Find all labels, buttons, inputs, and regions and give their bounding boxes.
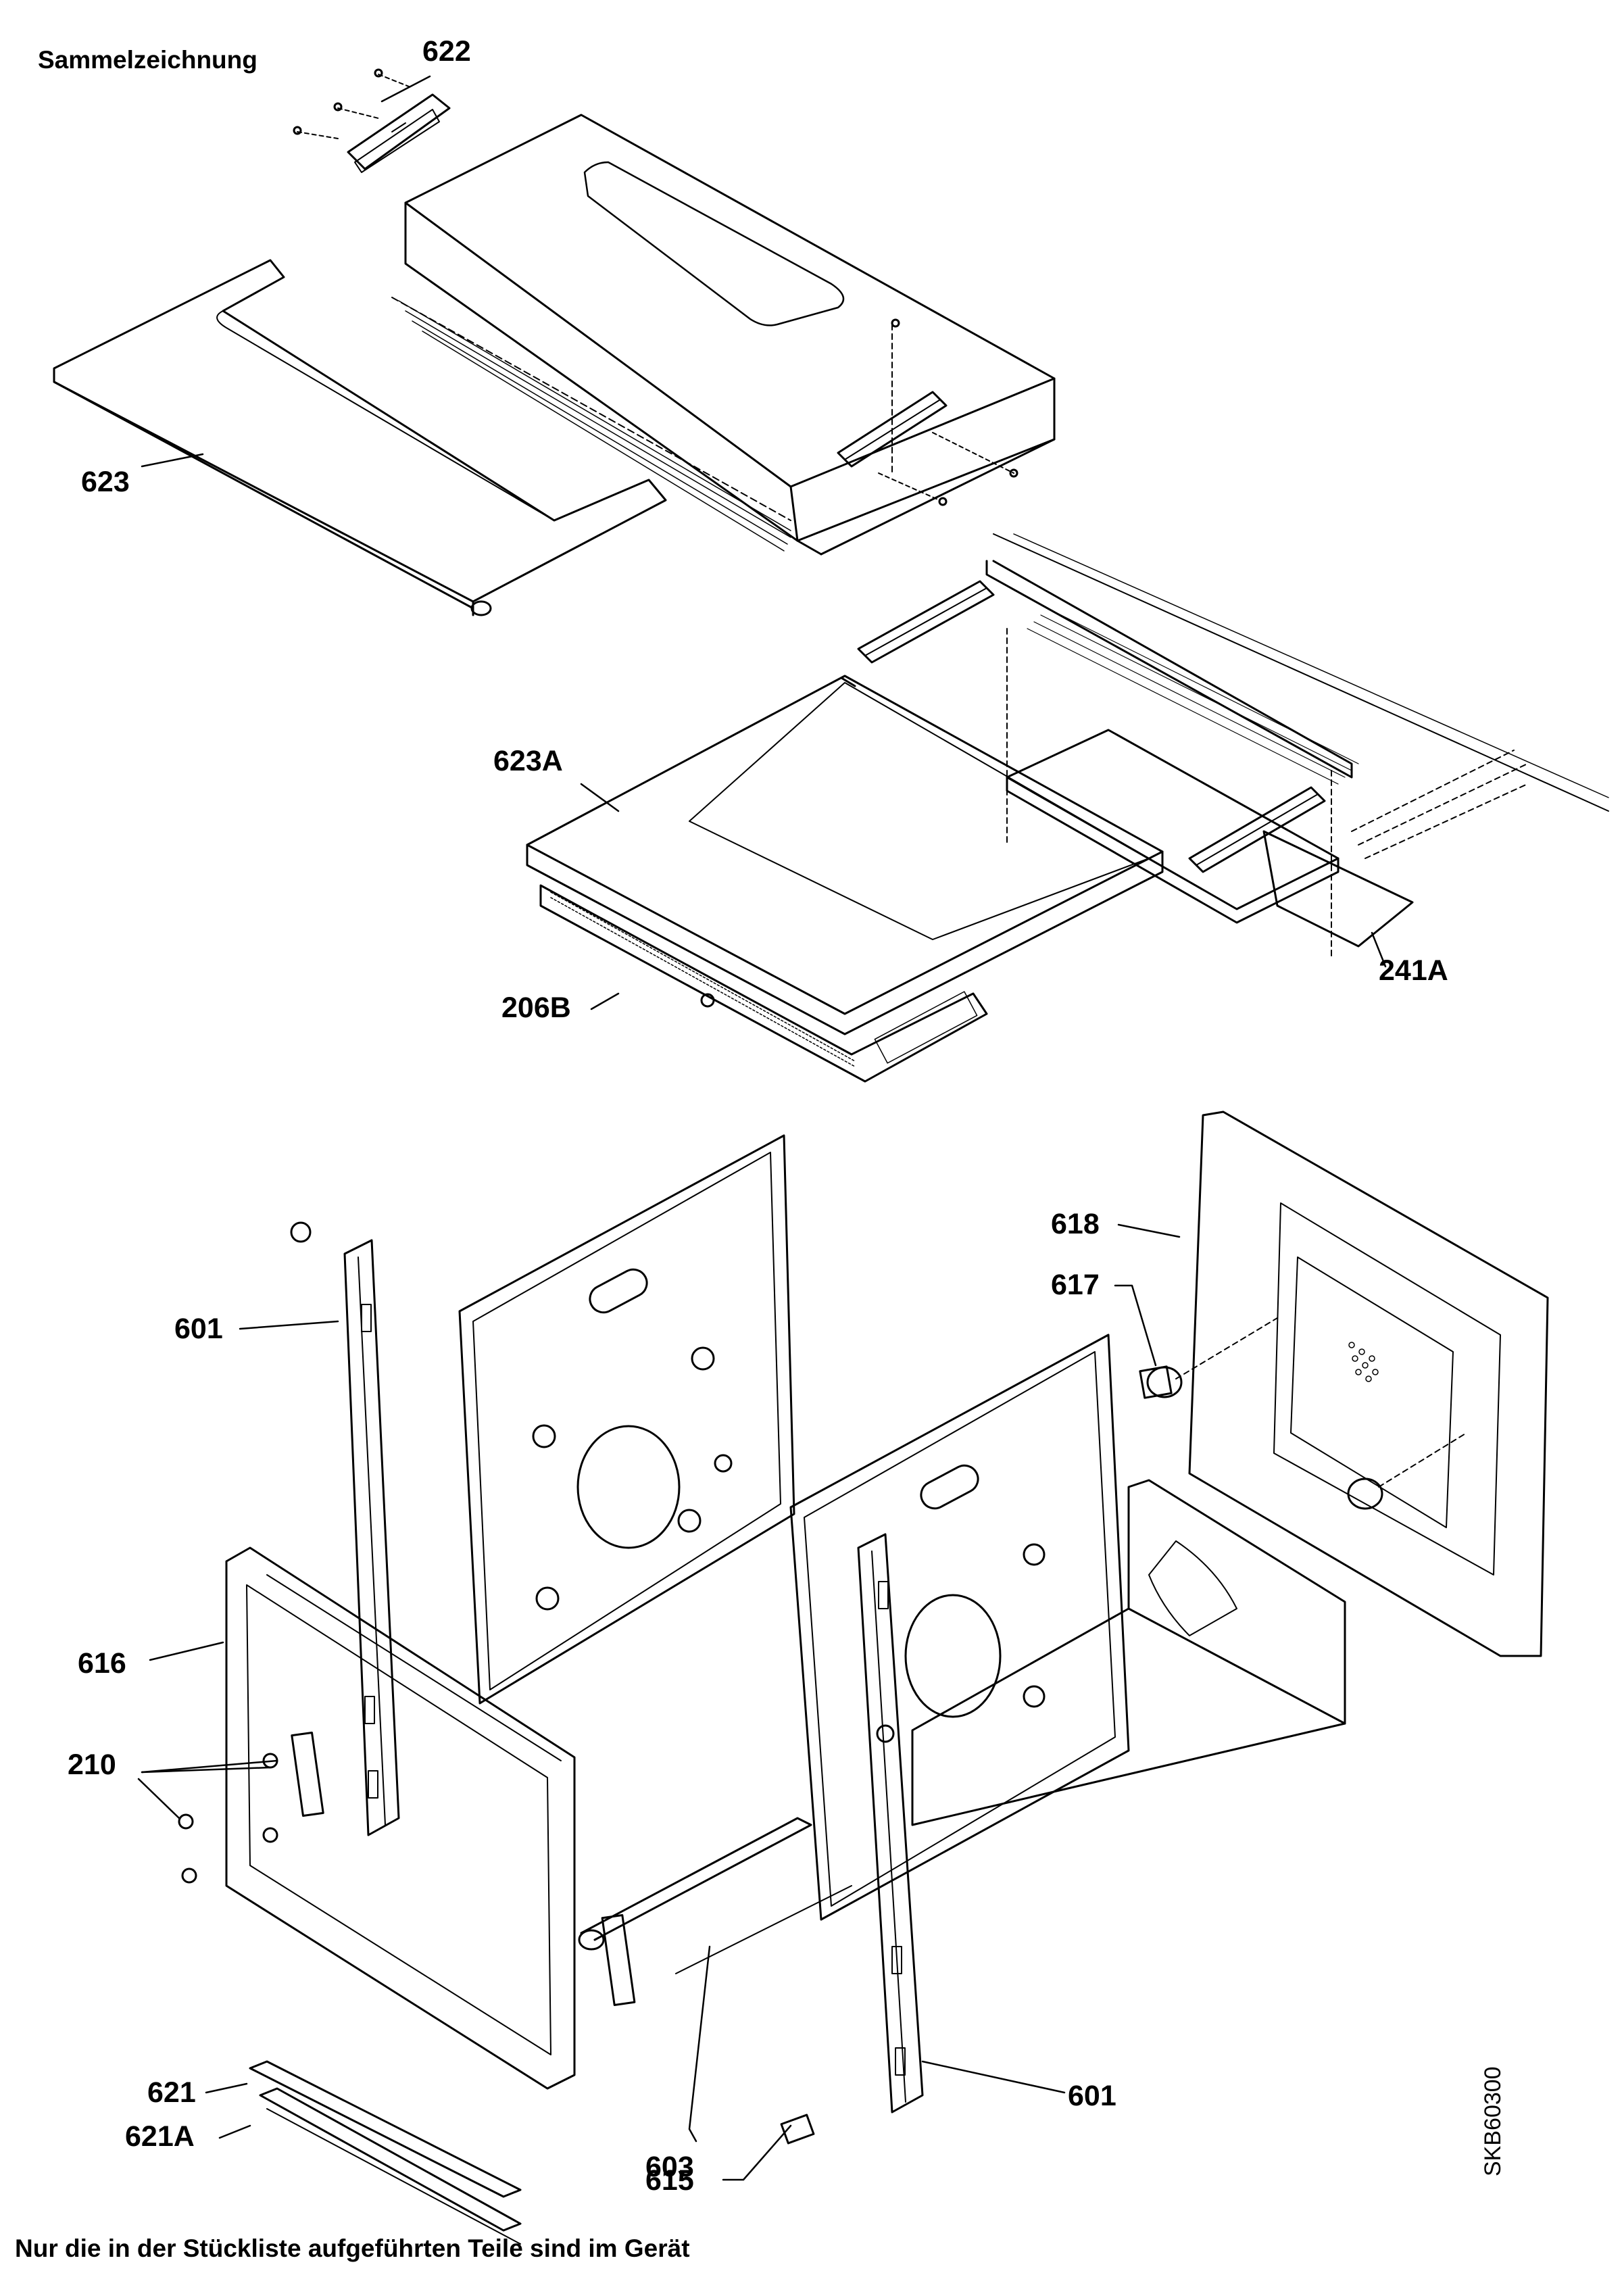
callout-623A: 623A xyxy=(493,745,563,777)
bracket-622 xyxy=(294,70,449,172)
leader-lines xyxy=(139,76,1385,2180)
document-id: SKB60300 xyxy=(1480,2066,1506,2176)
rail-601-left xyxy=(291,1223,399,1835)
trim-strip-623 xyxy=(54,260,666,615)
drawing-title: Sammelzeichnung xyxy=(38,46,257,74)
callout-615: 615 xyxy=(645,2164,694,2197)
callout-601-right: 601 xyxy=(1068,2080,1116,2112)
base-box xyxy=(912,1480,1345,1825)
callout-622: 622 xyxy=(422,35,471,68)
panel-618 xyxy=(1189,1112,1548,1656)
panel-623A xyxy=(527,676,1162,1034)
side-bracket-top xyxy=(838,320,1017,505)
callout-206B: 206B xyxy=(501,992,571,1024)
frame-616 xyxy=(226,1548,574,2089)
top-cover-panel xyxy=(392,115,1054,554)
callout-617: 617 xyxy=(1051,1269,1100,1301)
tray-241A xyxy=(1007,730,1412,946)
callout-616: 616 xyxy=(78,1647,126,1680)
rail-assembly-mid xyxy=(858,534,1608,960)
callout-621: 621 xyxy=(147,2076,196,2109)
callout-618: 618 xyxy=(1051,1208,1100,1240)
callout-621A: 621A xyxy=(125,2120,195,2153)
callout-601-left: 601 xyxy=(174,1313,223,1345)
side-panel-left xyxy=(460,1135,794,1703)
callout-623: 623 xyxy=(81,466,130,498)
top-cover-insulation xyxy=(399,301,791,551)
callout-603: 603 xyxy=(645,2151,694,2183)
knob-617 xyxy=(1140,1318,1467,1509)
callout-241A: 241A xyxy=(1379,954,1448,987)
rail-601-right xyxy=(858,1534,923,2112)
footer-note: Nur die in der Stückliste aufgeführten T… xyxy=(15,2234,690,2262)
grille-206B xyxy=(541,885,987,1081)
side-panel-right xyxy=(791,1335,1129,1920)
part-615 xyxy=(781,2115,814,2143)
callout-210: 210 xyxy=(68,1749,116,1781)
rod-603 xyxy=(579,1818,852,1974)
strip-621 xyxy=(250,2061,520,2244)
